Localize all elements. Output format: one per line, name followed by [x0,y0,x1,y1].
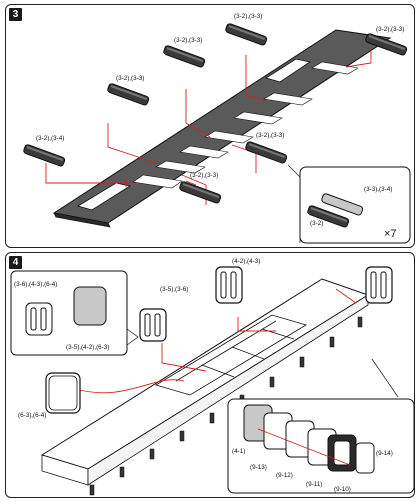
step-3-panel: 3 [5,4,415,248]
step-3-illustration: (3-2),(3-3) (3-2),(3-3) (3-2),(3-3) (3-2… [23,13,411,244]
step-4-inset-exploded: (4-1) (9-13) (9-12) (9-11) (9-10) (9-14) [227,358,414,494]
inset-label-bottom: (3-2) [310,220,323,227]
step-4-illustration: (4-2),(4-3) (3-5),(3-6) (6-3),(6-4) (3-6… [10,258,414,496]
label-d: (3-2),(3-3) [376,26,404,33]
exploded-label-4: (9-11) [306,481,322,488]
frame-part [45,266,393,414]
exploded-label-3: (9-12) [276,472,293,479]
exploded-label-2: (9-13) [250,464,267,471]
guide-lines [75,288,357,394]
step-3-inset: (3-3),(3-4) (3-2) ×7 [287,164,411,244]
label-g: (3-2),(3-3) [190,172,218,179]
quantity-label: ×7 [384,228,397,240]
exploded-label-5: (9-10) [334,486,351,493]
step-4-panel: 4 [5,252,415,498]
part-3-2 [23,23,408,204]
inset-label-bottom: (3-5),(4-2),(6-3) [66,344,109,351]
label-c: (3-2),(3-3) [116,75,144,82]
label-e: (3-2),(3-4) [36,135,64,142]
board-frame [40,278,370,496]
label-top-right: (4-2),(4-3) [232,258,260,265]
step-4-inset-left: (3-6),(4-3),(6-4) (3-5),(4-2),(6-3) [10,270,139,356]
exploded-label-6: (9-14) [376,450,393,457]
label-left: (6-3),(6-4) [18,412,46,419]
exploded-label-1: (4-1) [232,448,245,455]
step-number-badge: 3 [9,8,22,21]
board-strip [52,29,392,228]
inset-label-top: (3-3),(3-4) [364,186,392,193]
inset-label-top: (3-6),(4-3),(6-4) [14,281,57,288]
label-mid: (3-5),(3-6) [160,286,188,293]
label-f: (3-2),(3-3) [256,132,284,139]
label-a: (3-2),(3-3) [234,13,262,20]
step-number-badge: 4 [9,256,22,269]
label-b: (3-2),(3-3) [174,37,202,44]
